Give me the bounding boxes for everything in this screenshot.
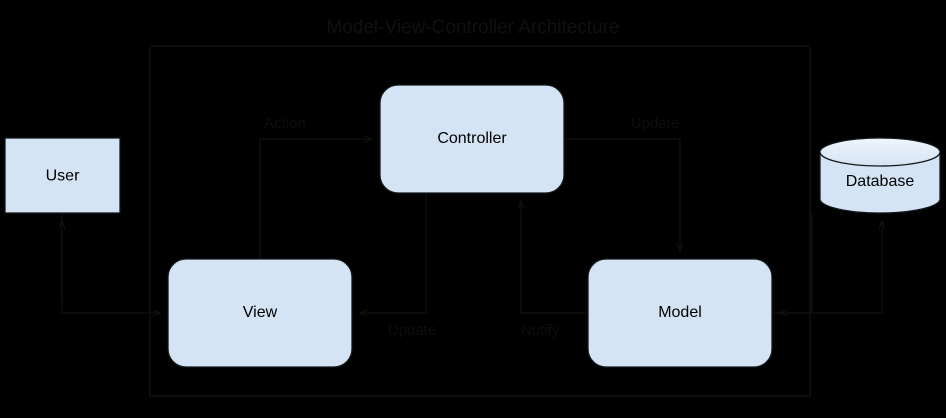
node-database[interactable]: Database [819, 137, 941, 214]
edge-controller-to-model-line [564, 138, 680, 251]
edge-view-to-controller-line [259, 139, 372, 259]
edge-label-update-view: Update [388, 322, 436, 339]
node-controller-shape[interactable] [379, 84, 565, 194]
edge-label-update-model: Update [631, 115, 679, 132]
edge-user-to-view [61, 213, 160, 313]
node-view-shape[interactable] [167, 258, 353, 368]
edge-label-notify: Notify [521, 322, 560, 339]
node-controller-label: Controller [437, 130, 507, 147]
node-view-label: View [243, 304, 278, 321]
edge-model-to-database [772, 221, 882, 314]
edge-model-to-controller: Notify [521, 201, 588, 339]
edge-database-to-model [780, 213, 813, 313]
edge-database-to-model-line [780, 213, 813, 313]
diagram-title: Model-View-Controller Architecture [326, 17, 619, 38]
node-view[interactable]: View [167, 258, 353, 368]
edge-controller-to-view-line [360, 193, 427, 313]
node-controller[interactable]: Controller [379, 84, 565, 194]
edge-model-to-database-line [772, 221, 882, 314]
edge-controller-to-view: Update [360, 193, 436, 339]
edge-label-action: Action [264, 115, 306, 132]
node-user[interactable]: User [4, 137, 121, 214]
node-model-label: Model [658, 304, 702, 321]
node-model[interactable]: Model [587, 258, 773, 368]
node-database-body[interactable] [819, 151, 941, 214]
node-database-top-ellipse[interactable] [819, 137, 941, 167]
node-user-label: User [46, 168, 80, 185]
edge-user-to-view-line [61, 213, 160, 313]
edge-view-to-controller: Action [259, 115, 372, 259]
node-user-shape[interactable] [4, 137, 121, 214]
edge-controller-to-model: Update [564, 115, 680, 251]
node-database-label: Database [846, 173, 915, 190]
edge-model-to-controller-line [521, 201, 588, 314]
node-model-shape[interactable] [587, 258, 773, 368]
mvc-boundary-rect [149, 45, 811, 397]
